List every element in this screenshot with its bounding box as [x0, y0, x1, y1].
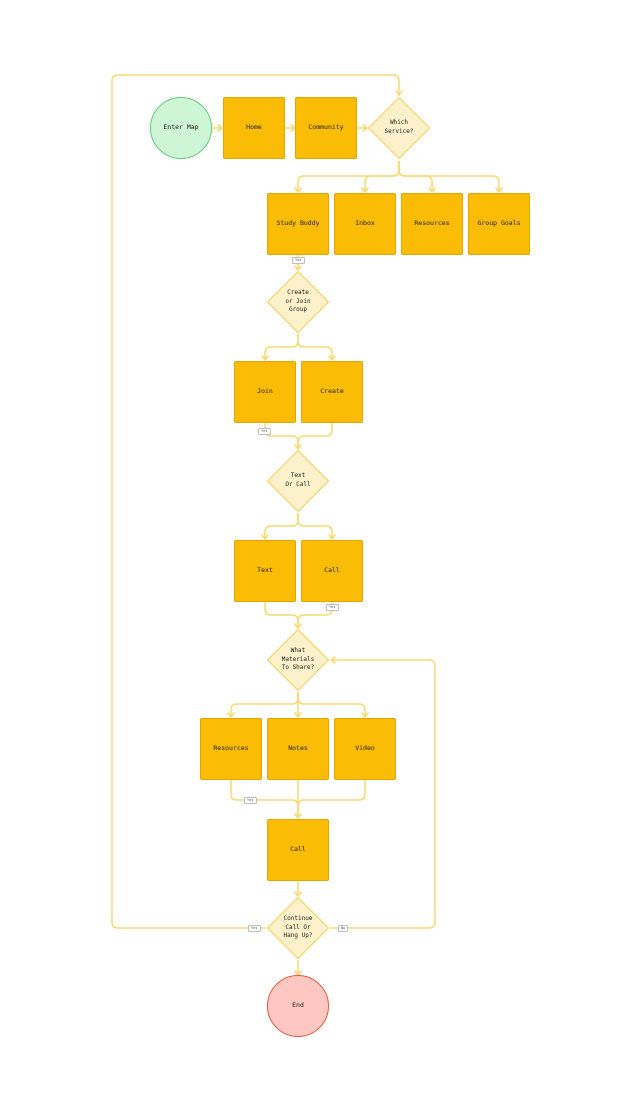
continue-or-hang-decision[interactable]: Continue Call Or Hang Up?: [266, 896, 330, 960]
edge-label-yes: Yes: [292, 257, 305, 264]
resources-top-node[interactable]: Resources: [401, 193, 463, 255]
arrowhead: [261, 534, 269, 540]
edge-label-yes: Yes: [244, 797, 257, 804]
study-buddy-node[interactable]: Study Buddy: [267, 193, 329, 255]
edge-join-textorcall: [264, 423, 299, 449]
node-label: What Materials To Share?: [281, 646, 315, 672]
node-label: Video: [355, 744, 375, 753]
join-node[interactable]: Join: [234, 361, 296, 423]
text-or-call-decision[interactable]: Text Or Call: [266, 449, 330, 513]
notes-node[interactable]: Notes: [267, 718, 329, 780]
edge-label-yes: Yes: [248, 925, 261, 932]
video-node[interactable]: Video: [334, 718, 396, 780]
edge-text-materials: [264, 602, 299, 628]
node-label: Text Or Call: [285, 472, 311, 488]
node-label: Study Buddy: [276, 219, 320, 228]
arrowhead: [294, 891, 302, 897]
arrowhead: [495, 187, 503, 193]
arrowhead: [428, 187, 436, 193]
arrowhead: [227, 712, 235, 718]
arrowhead: [328, 534, 336, 540]
edge-which-inbox: [364, 161, 400, 192]
node-label: Resources: [213, 744, 249, 753]
home-node[interactable]: Home: [223, 97, 285, 159]
resources-share-node[interactable]: Resources: [200, 718, 262, 780]
arrowhead: [294, 623, 302, 629]
node-label: Group Goals: [477, 219, 521, 228]
edge-createjoin-join: [264, 334, 299, 360]
arrowhead: [261, 355, 269, 361]
edge-textorcall-text: [264, 513, 299, 539]
edge-create-textorcall: [297, 423, 333, 449]
node-label: Enter Map: [163, 123, 199, 132]
node-label: Join: [257, 387, 273, 396]
community-node[interactable]: Community: [295, 97, 357, 159]
what-materials-decision[interactable]: What Materials To Share?: [266, 628, 330, 692]
node-label: Continue Call Or Hang Up?: [283, 914, 313, 940]
edge-which-groupgoals: [398, 161, 500, 192]
edge-resources-call: [230, 780, 299, 818]
arrowhead: [294, 265, 302, 271]
end-node[interactable]: End: [267, 975, 329, 1037]
node-label: Community: [308, 123, 344, 132]
edge-call-materials: [297, 602, 333, 628]
edge-video-call: [297, 780, 366, 818]
arrowhead: [361, 712, 369, 718]
edge-createjoin-create: [297, 334, 333, 360]
node-label: Inbox: [355, 219, 375, 228]
arrowhead: [294, 712, 302, 718]
node-label: Which Service?: [384, 119, 414, 135]
node-label: Create or Join Group: [285, 288, 311, 314]
arrowhead: [294, 444, 302, 450]
arrowhead: [330, 656, 336, 664]
call-choice-node[interactable]: Call: [301, 540, 363, 602]
edge-label-yes: Yes: [258, 428, 271, 435]
edge-continue-yes-loop: [111, 74, 400, 929]
node-label: Call: [324, 566, 340, 575]
edge-textorcall-call: [297, 513, 333, 539]
node-label: Call: [290, 845, 306, 854]
edge-materials-resources: [230, 692, 299, 717]
arrowhead: [217, 124, 223, 132]
node-label: End: [292, 1001, 304, 1010]
node-label: Create: [320, 387, 344, 396]
inbox-node[interactable]: Inbox: [334, 193, 396, 255]
edge-label-no: No: [338, 925, 349, 932]
node-label: Resources: [414, 219, 450, 228]
edge-label-yes: Yes: [326, 604, 339, 611]
node-label: Notes: [288, 744, 308, 753]
call-node[interactable]: Call: [267, 819, 329, 881]
arrowhead: [361, 187, 369, 193]
create-node[interactable]: Create: [301, 361, 363, 423]
arrowhead: [328, 355, 336, 361]
edge-continue-no-loop: [330, 659, 436, 929]
arrowhead: [395, 90, 403, 96]
group-goals-node[interactable]: Group Goals: [468, 193, 530, 255]
edge-materials-video: [297, 692, 366, 717]
text-node[interactable]: Text: [234, 540, 296, 602]
which-service-decision[interactable]: Which Service?: [367, 96, 431, 160]
arrowhead: [294, 187, 302, 193]
node-label: Text: [257, 566, 273, 575]
enter-map-node[interactable]: Enter Map: [150, 97, 212, 159]
node-label: Home: [246, 123, 262, 132]
create-or-join-decision[interactable]: Create or Join Group: [266, 270, 330, 334]
arrowhead: [362, 124, 368, 132]
arrowhead: [294, 813, 302, 819]
